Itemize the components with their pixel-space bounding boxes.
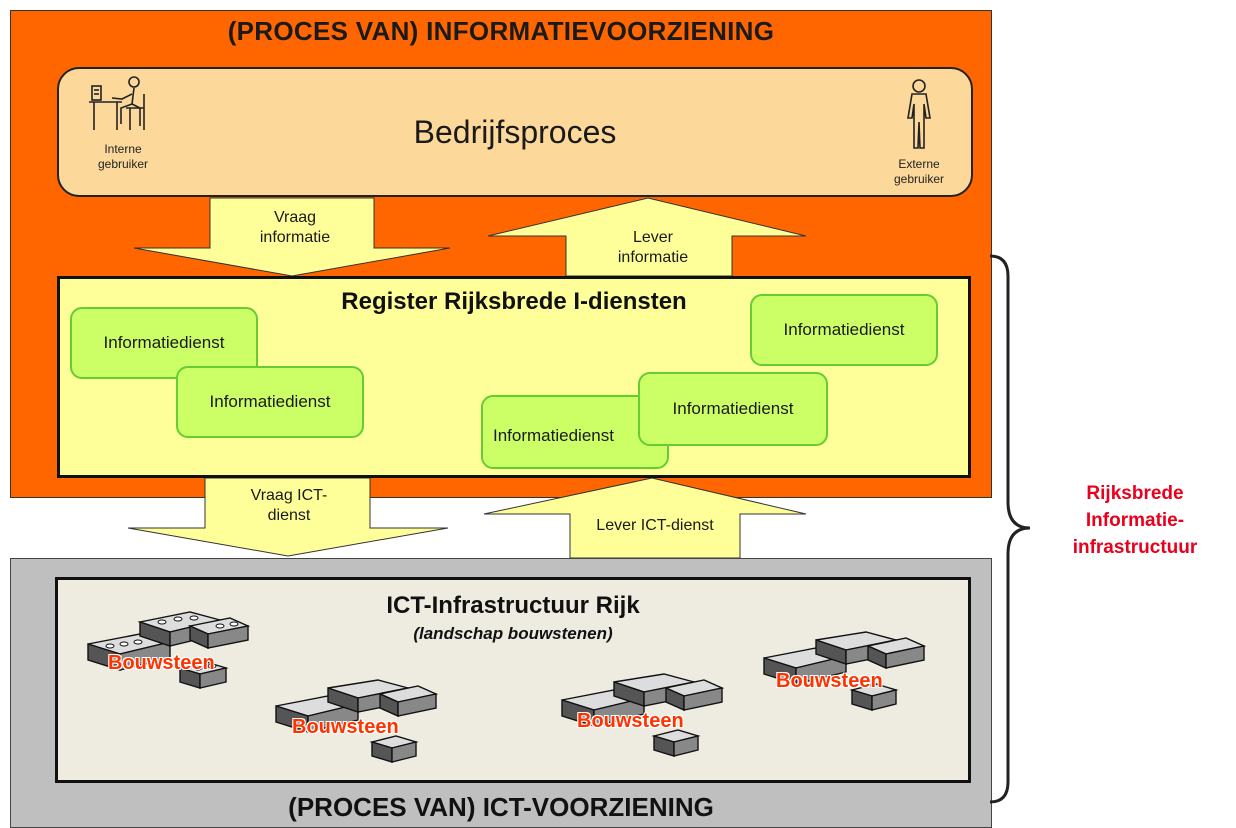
bouwsteen-bricks-icon (763, 631, 927, 711)
lever-informatie-line1: Lever (632, 229, 674, 246)
internal-user-label-line2: gebruiker (97, 157, 149, 171)
informatievoorziening-title: (PROCES VAN) INFORMATIEVOORZIENING (227, 16, 775, 46)
informatiedienst-card: Informatiedienst (638, 372, 828, 446)
rijksbrede-line2: Informatie- (1085, 510, 1185, 531)
lever-ict-arrow (483, 477, 807, 559)
vraag-ict-line1: Vraag ICT- (250, 487, 328, 504)
lever-informatie-label: Lever informatie (578, 228, 728, 268)
internal-user-label-line1: Interne (104, 142, 142, 156)
register-title: Register Rijksbrede I-diensten (341, 288, 687, 315)
bouwsteen-label: Bouwsteen (577, 710, 684, 732)
informatiedienst-card: Informatiedienst (70, 307, 258, 379)
lever-ict-label: Lever ICT-dienst (596, 517, 714, 534)
informatiedienst-card: Informatiedienst (481, 395, 669, 469)
lever-informatie-line2: informatie (617, 249, 689, 266)
bouwsteen-bricks-icon (561, 673, 725, 757)
external-user-label-line2: gebruiker (893, 172, 945, 186)
bouwsteen-label: Bouwsteen (292, 716, 399, 738)
curly-brace-icon (989, 254, 1031, 804)
vraag-informatie-label: Vraag informatie (220, 208, 370, 248)
bedrijfsproces-title: Bedrijfsproces (413, 114, 617, 150)
bouwsteen-bricks-icon (275, 679, 439, 763)
vraag-informatie-line1: Vraag (273, 209, 317, 226)
vraag-informatie-line2: informatie (259, 229, 331, 246)
ict-infrastructuur-subtitle: (landschap bouwstenen) (413, 624, 613, 643)
ict-infrastructuur-title: ICT-Infrastructuur Rijk (386, 592, 640, 619)
bouwsteen-label: Bouwsteen (776, 670, 883, 692)
bedrijfsproces-box (57, 67, 973, 197)
bouwsteen-label: Bouwsteen (108, 652, 215, 674)
ict-voorziening-title: (PROCES VAN) ICT-VOORZIENING (288, 792, 714, 822)
external-user-label: Externe gebruiker (874, 157, 964, 187)
vraag-informatie-arrow (133, 197, 451, 277)
rijksbrede-line1: Rijksbrede (1086, 483, 1184, 504)
vraag-ict-label: Vraag ICT- dienst (214, 486, 364, 526)
informatiedienst-card: Informatiedienst (750, 294, 938, 366)
internal-user-label: Interne gebruiker (78, 142, 168, 172)
internal-user-icon (89, 76, 145, 130)
lever-informatie-arrow (487, 197, 807, 277)
bouwsteen-bricks-icon (87, 611, 251, 689)
rijksbrede-line3: infrastructuur (1072, 537, 1198, 558)
vraag-ict-line2: dienst (267, 507, 311, 524)
informatiedienst-card: Informatiedienst (176, 366, 364, 438)
rijksbrede-informatie-infrastructuur-label: Rijksbrede Informatie- infrastructuur (1040, 480, 1230, 561)
external-user-icon (907, 79, 931, 149)
external-user-label-line1: Externe (898, 157, 940, 171)
vraag-ict-arrow (127, 477, 449, 557)
